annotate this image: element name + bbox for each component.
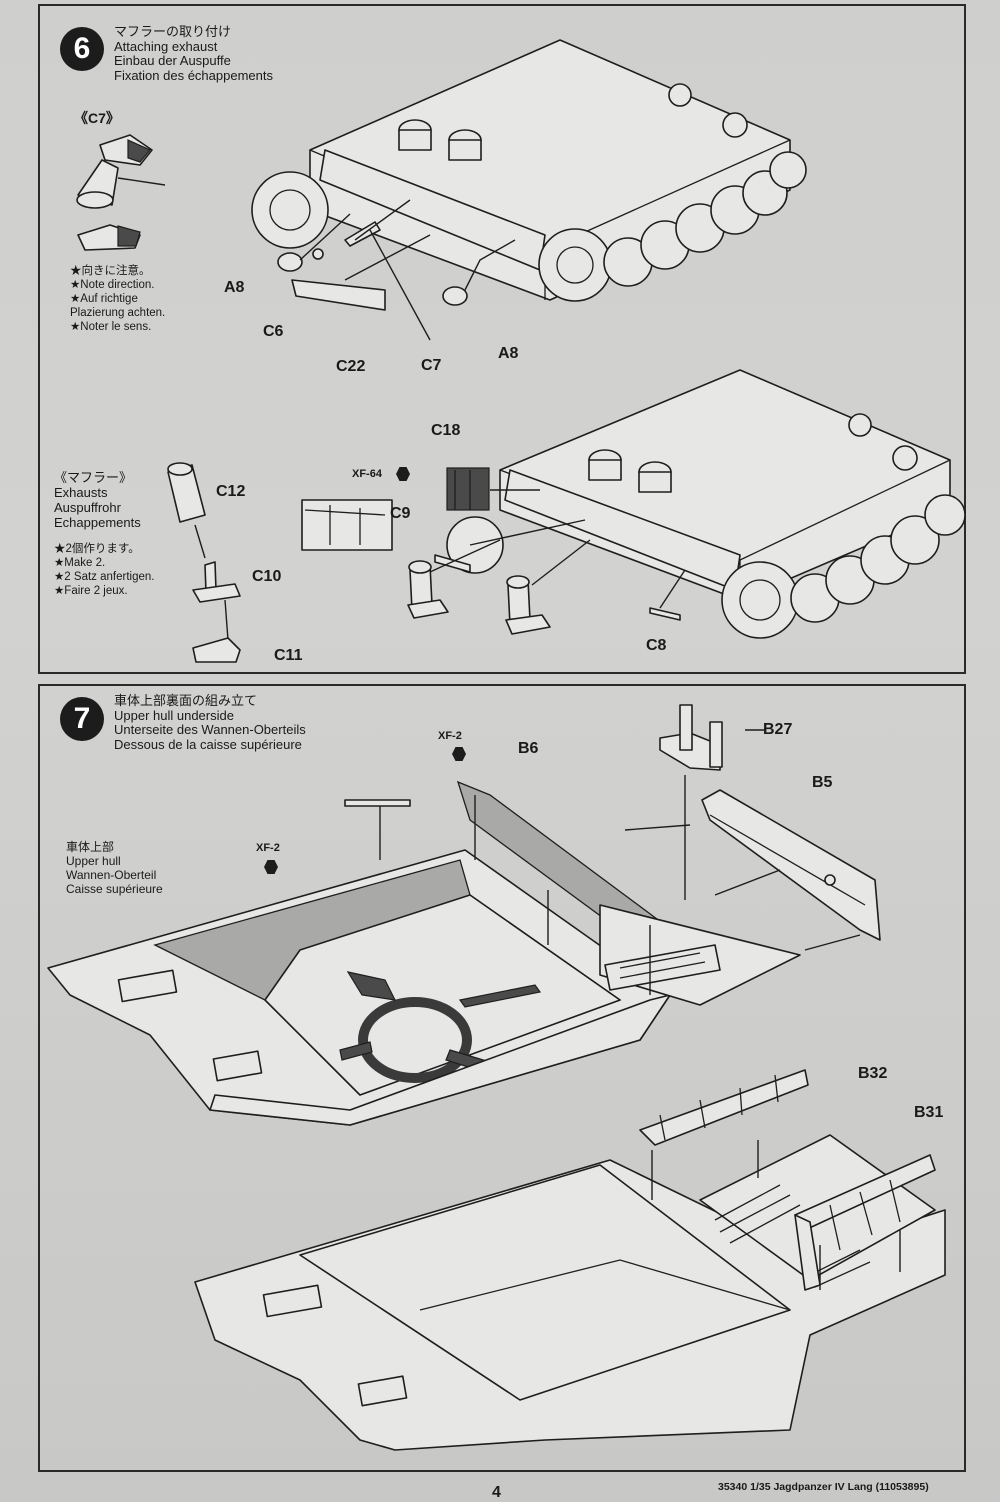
- make-note-en: ★Make 2.: [54, 557, 106, 569]
- c7-note-de-1: ★Auf richtige: [70, 293, 138, 305]
- kit-info: 35340 1/35 Jagdpanzer IV Lang (11053895): [718, 1481, 929, 1493]
- make-note-fr: ★Faire 2 jeux.: [54, 585, 128, 597]
- part-b5: B5: [812, 774, 833, 791]
- step-7-number: 7: [60, 697, 104, 741]
- step-6-number: 6: [60, 27, 104, 71]
- step-7-title-de: Unterseite des Wannen-Oberteils: [114, 722, 306, 737]
- part-a8-left: A8: [224, 279, 245, 296]
- c7-note-de-2: Plazierung achten.: [70, 307, 166, 319]
- c7-note-fr: ★Noter le sens.: [70, 321, 152, 333]
- upper-hull-label: 車体上部 Upper hull Wannen-Oberteil Caisse s…: [66, 840, 163, 896]
- part-c18: C18: [431, 422, 461, 439]
- part-c8: C8: [646, 637, 667, 654]
- step-7-title: 車体上部裏面の組み立て Upper hull underside Unterse…: [114, 693, 306, 752]
- step-7-title-ja: 車体上部裏面の組み立て: [114, 693, 258, 708]
- exhausts-label: 《マフラー》 Exhausts Auspuffrohr Echappements: [54, 470, 141, 530]
- paint-hex-icon: [396, 467, 410, 481]
- upper-hull-label-fr: Caisse supérieure: [66, 882, 163, 896]
- page-number: 4: [492, 1484, 501, 1501]
- upper-hull-label-ja: 車体上部: [66, 840, 115, 854]
- upper-hull-illustration: [47, 849, 671, 1126]
- paint-xf2-top: XF-2: [438, 730, 462, 742]
- step-7-title-en: Upper hull underside: [114, 707, 234, 723]
- c7-note-en: ★Note direction.: [70, 279, 155, 291]
- make-two-note: ★2個作ります。 ★Make 2. ★2 Satz anfertigen. ★F…: [54, 542, 154, 598]
- part-a8-right: A8: [498, 345, 519, 362]
- step-6-panel: [38, 4, 966, 674]
- hull-parts-illustration: [344, 704, 881, 1006]
- paint-hex-icon: [452, 747, 466, 761]
- part-c22: C22: [336, 358, 366, 375]
- exhausts-label-en: Exhausts: [54, 485, 108, 500]
- chassis-bottom-illustration: [301, 369, 966, 639]
- make-note-de: ★2 Satz anfertigen.: [54, 571, 155, 583]
- upper-hull-bottom-illustration: [194, 1069, 946, 1451]
- part-c9: C9: [390, 505, 411, 522]
- step-6-title-de: Einbau der Auspuffe: [114, 53, 231, 68]
- part-b27: B27: [763, 721, 793, 738]
- exhausts-label-de: Auspuffrohr: [54, 500, 121, 515]
- step-7-panel: [38, 684, 966, 1472]
- part-b31: B31: [914, 1104, 944, 1121]
- part-c7: C7: [421, 357, 442, 374]
- paint-hex-icon: [264, 860, 278, 874]
- step-7-title-fr: Dessous de la caisse supérieure: [114, 736, 302, 752]
- c7-direction-note: ★向きに注意。 ★Note direction. ★Auf richtige P…: [70, 264, 165, 334]
- step-6-title: マフラーの取り付け Attaching exhaust Einbau der A…: [114, 24, 273, 83]
- paint-xf64: XF-64: [352, 468, 382, 480]
- make-note-ja: ★2個作ります。: [54, 543, 140, 555]
- part-c6: C6: [263, 323, 284, 340]
- exhausts-label-fr: Echappements: [54, 515, 141, 530]
- step-6-title-en: Attaching exhaust: [114, 38, 218, 54]
- part-b6: B6: [518, 740, 539, 757]
- c7-detail-illustration: [76, 134, 166, 251]
- step-6-title-fr: Fixation des échappements: [114, 67, 273, 83]
- part-c11: C11: [274, 647, 303, 664]
- exhaust-parts-illustration: [167, 462, 241, 663]
- upper-hull-label-de: Wannen-Oberteil: [66, 868, 157, 882]
- c7-detail-label: 《C7》: [74, 110, 120, 126]
- step-6-title-ja: マフラーの取り付け: [114, 24, 232, 39]
- upper-hull-label-en: Upper hull: [66, 854, 121, 868]
- c7-note-ja: ★向きに注意。: [70, 265, 151, 277]
- part-b32: B32: [858, 1065, 888, 1082]
- part-c10: C10: [252, 568, 282, 585]
- part-c12: C12: [216, 483, 246, 500]
- chassis-top-illustration: [251, 39, 807, 341]
- exhausts-label-ja: 《マフラー》: [54, 470, 133, 485]
- paint-xf2-left: XF-2: [256, 842, 280, 854]
